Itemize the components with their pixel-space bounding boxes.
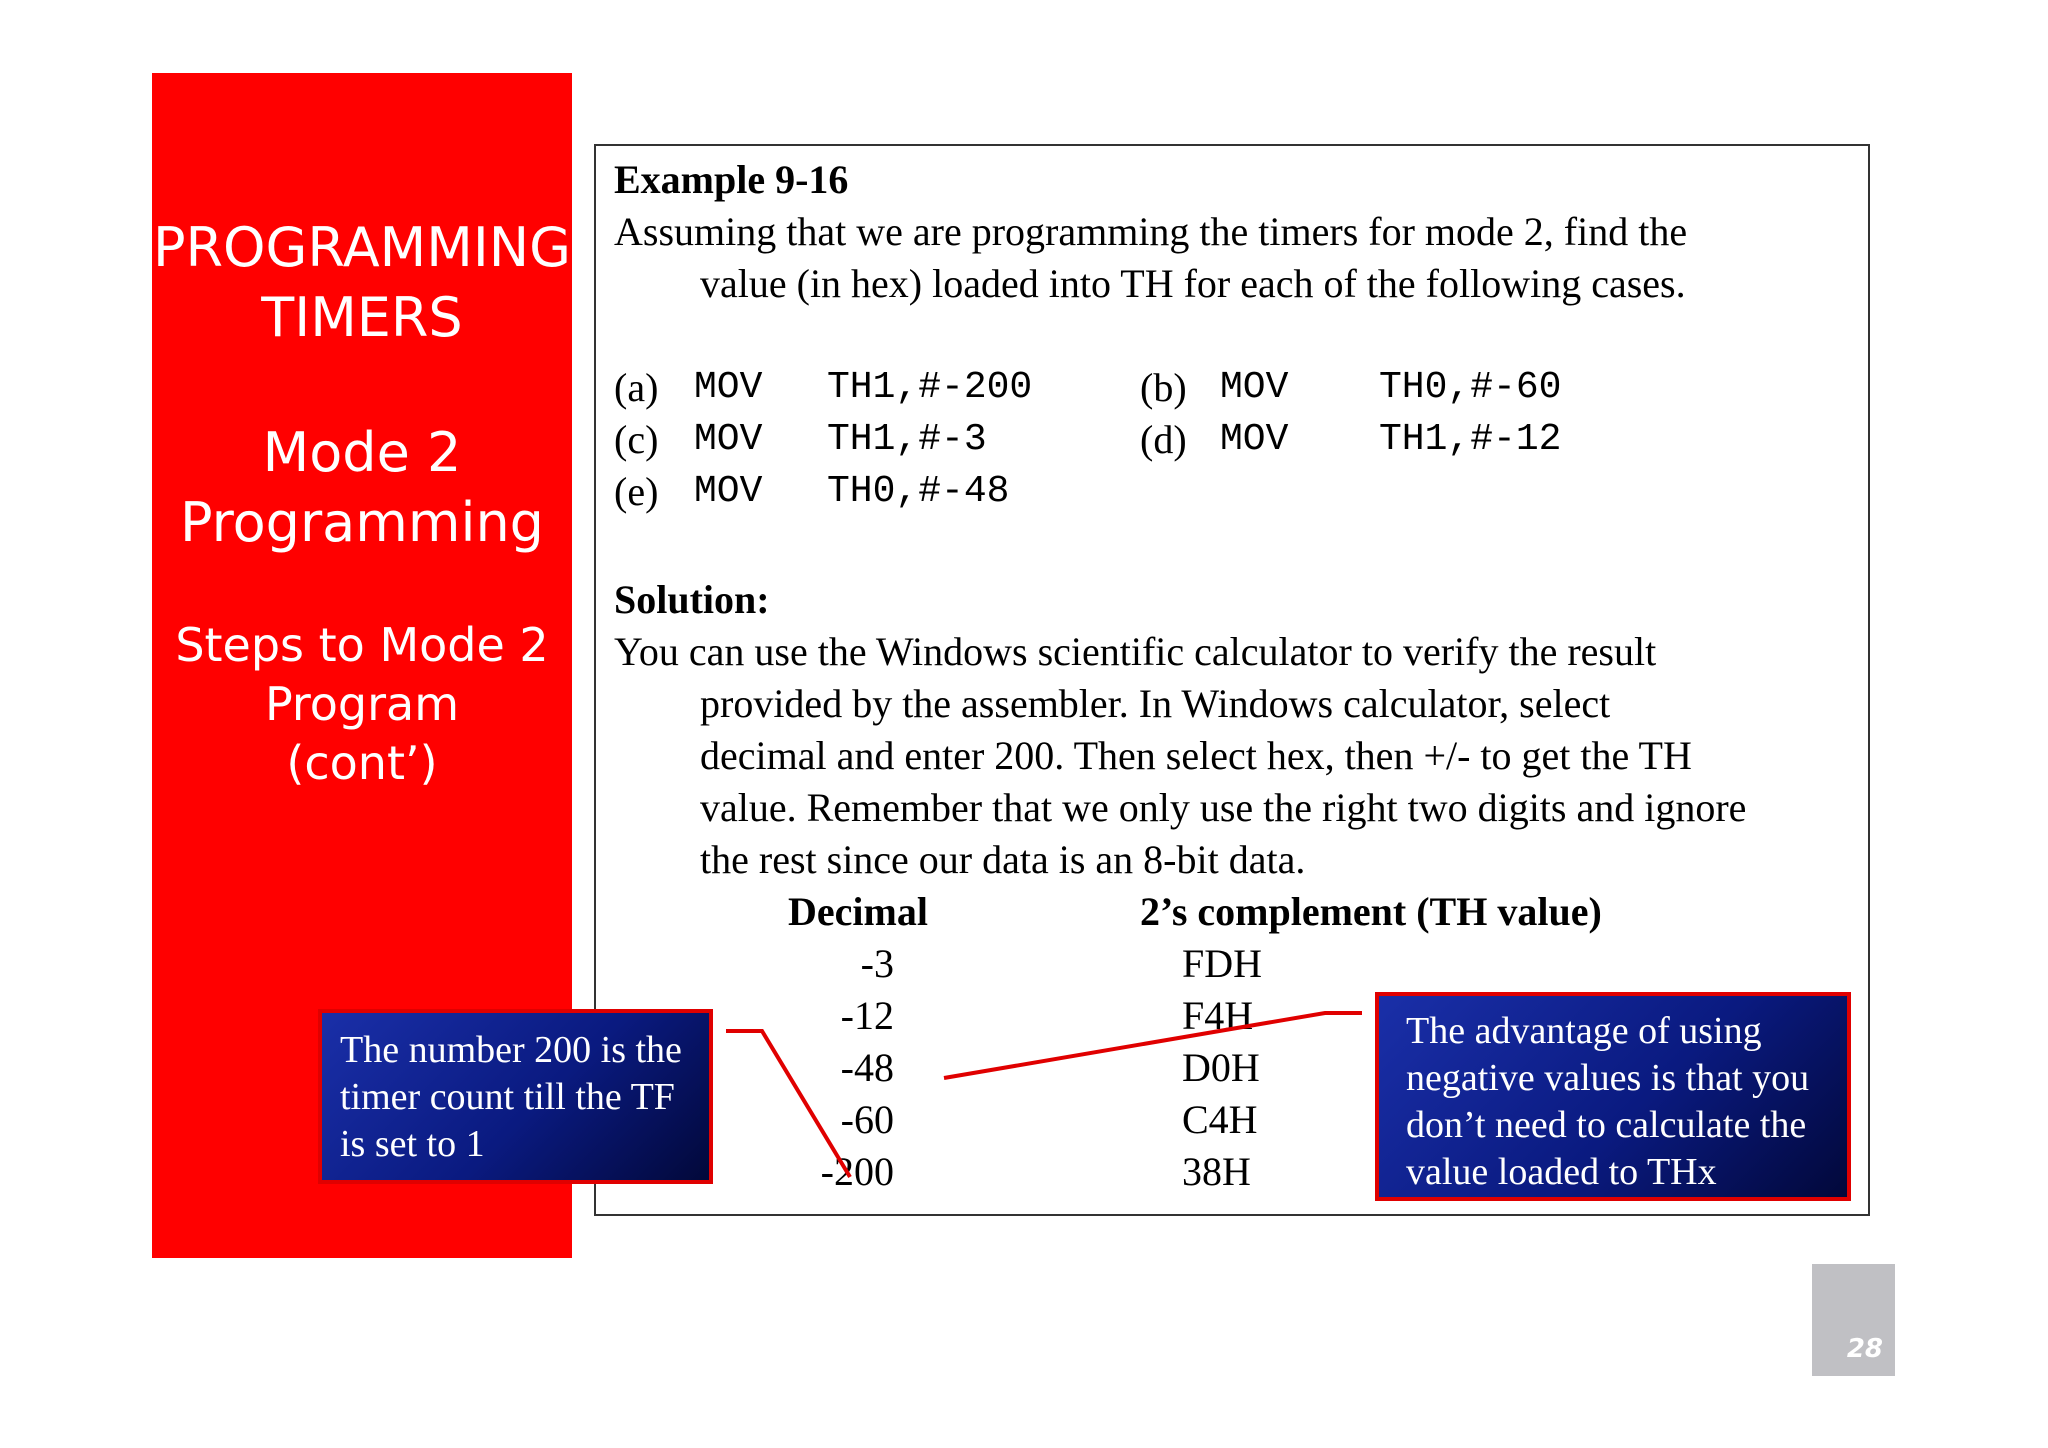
table-cell-hex: D0H <box>1182 1045 1260 1090</box>
table-cell-hex: 38H <box>1182 1149 1251 1194</box>
solution-line: decimal and enter 200. Then select hex, … <box>700 733 1692 778</box>
table-cell-hex: F4H <box>1182 993 1254 1038</box>
sidebar-panel: PROGRAMMING TIMERS Mode 2 Programming St… <box>152 73 572 1258</box>
question-line: Assuming that we are programming the tim… <box>614 209 1688 254</box>
table-cell-decimal: -200 <box>820 1149 894 1194</box>
case-op: MOV <box>1220 418 1289 461</box>
sidebar-steps-line: Steps to Mode 2 <box>175 618 549 672</box>
table-cell-hex: FDH <box>1182 941 1263 986</box>
table-cell-decimal: -48 <box>840 1045 894 1090</box>
callout-line: timer count till the TF <box>340 1076 675 1118</box>
case-label: (c) <box>614 417 659 462</box>
case-arg: TH0,#-48 <box>827 470 1010 513</box>
page-number-text: 28 <box>1846 1334 1883 1364</box>
sidebar-title-line: TIMERS <box>261 286 463 349</box>
solution-line: value. Remember that we only use the rig… <box>700 785 1747 830</box>
callout-timer-count: The number 200 is the timer count till t… <box>318 1009 713 1184</box>
table-header-decimal: Decimal <box>788 889 928 934</box>
callout-line: The advantage of using <box>1406 1010 1762 1052</box>
callout-line: don’t need to calculate the <box>1406 1104 1807 1146</box>
table-cell-decimal: -60 <box>840 1097 894 1142</box>
solution-heading: Solution: <box>614 577 770 622</box>
callout-line: value loaded to THx <box>1406 1151 1717 1193</box>
callout-negative-values: The advantage of using negative values i… <box>1375 992 1851 1201</box>
case-label: (a) <box>614 365 659 410</box>
case-arg: TH1,#-200 <box>827 366 1033 409</box>
sidebar-steps-line: Program <box>264 677 460 731</box>
sidebar-steps: Steps to Mode 2 Program (cont’) <box>152 616 572 793</box>
question-line: value (in hex) loaded into TH for each o… <box>700 261 1686 306</box>
sidebar-title: PROGRAMMING TIMERS <box>152 213 572 353</box>
sidebar-subtitle: Mode 2 Programming <box>152 418 572 558</box>
callout-line: negative values is that you <box>1406 1057 1810 1099</box>
case-arg: TH0,#-60 <box>1379 366 1562 409</box>
case-op: MOV <box>694 366 763 409</box>
sidebar-steps-line: (cont’) <box>286 736 438 790</box>
case-label: (b) <box>1140 365 1187 410</box>
table-cell-decimal: -12 <box>840 993 894 1038</box>
page-number: 28 <box>1812 1264 1895 1376</box>
case-op: MOV <box>1220 366 1289 409</box>
case-label: (e) <box>614 469 659 514</box>
callout-line: The number 200 is the <box>340 1029 682 1071</box>
table-header-twos-complement: 2’s complement (TH value) <box>1140 889 1602 934</box>
sidebar-title-line: PROGRAMMING <box>152 216 572 279</box>
case-arg: TH1,#-12 <box>1379 418 1562 461</box>
table-cell-decimal: -3 <box>860 941 894 986</box>
case-arg: TH1,#-3 <box>827 418 987 461</box>
case-op: MOV <box>694 418 763 461</box>
case-op: MOV <box>694 470 763 513</box>
callout-line: is set to 1 <box>340 1123 485 1165</box>
sidebar-subtitle-line: Mode 2 <box>262 421 462 484</box>
solution-line: provided by the assembler. In Windows ca… <box>700 681 1611 726</box>
solution-line: the rest since our data is an 8-bit data… <box>700 837 1306 882</box>
table-cell-hex: C4H <box>1182 1097 1258 1142</box>
case-label: (d) <box>1140 417 1187 462</box>
solution-line: You can use the Windows scientific calcu… <box>614 629 1657 674</box>
example-heading: Example 9-16 <box>614 157 849 202</box>
sidebar-subtitle-line: Programming <box>180 491 544 554</box>
